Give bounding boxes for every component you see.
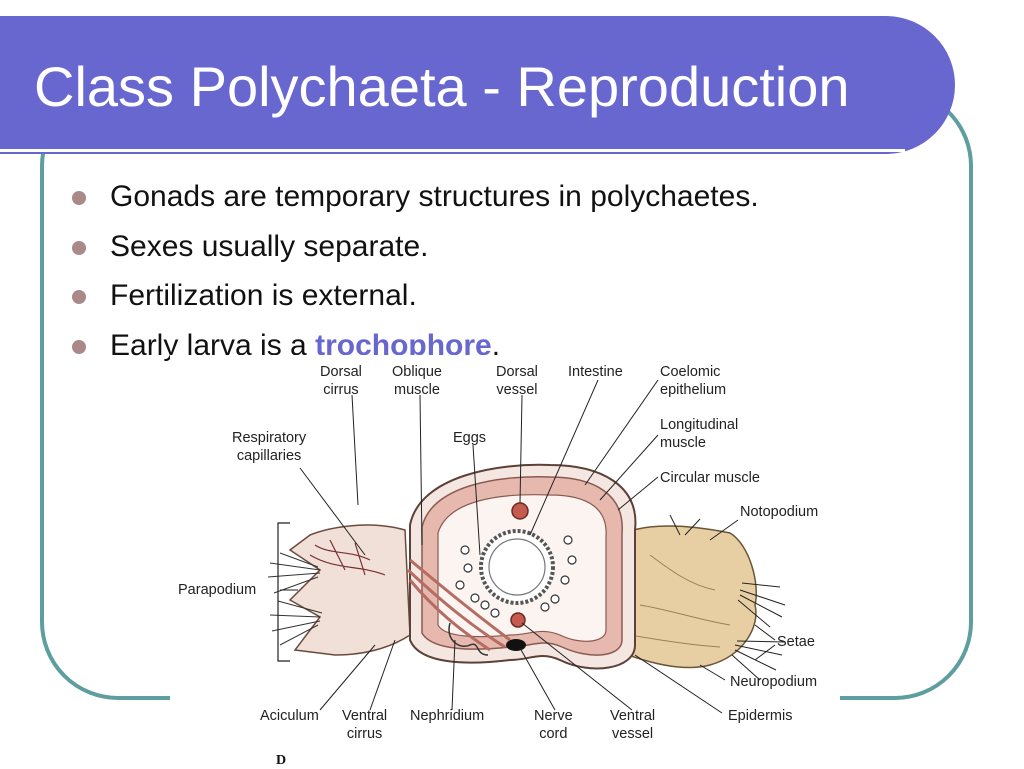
notopodium-lobe: [609, 525, 757, 669]
parapodium-lobe: [288, 524, 411, 656]
label-nerve-cord: Nerve cord: [534, 708, 573, 742]
nerve-cord: [506, 639, 526, 651]
dorsal-vessel: [511, 502, 529, 520]
title-underline: [0, 149, 905, 152]
label-dorsal-vessel: Dorsal vessel: [496, 364, 538, 398]
label-neuropodium: Neuropodium: [730, 674, 818, 690]
eggs: [455, 535, 577, 618]
parapodium-bracket: [277, 522, 290, 662]
bullet-item: Gonads are temporary structures in polyc…: [70, 175, 759, 225]
nephridium: [448, 622, 489, 656]
respiratory-capillaries: [309, 539, 386, 576]
bullet-text: Fertilization is external.: [110, 279, 417, 312]
oblique-muscle: [406, 558, 511, 652]
ventral-vessel: [510, 612, 526, 628]
setae-right-bundles: [669, 514, 786, 681]
label-intestine: Intestine: [568, 364, 623, 380]
bullet-item: Fertilization is external.: [70, 274, 759, 324]
label-setae: Setae: [777, 634, 815, 650]
bullet-dot-icon: [72, 240, 86, 255]
cross-section-illustration: [267, 379, 786, 714]
title-bar: Class Polychaeta - Reproduction: [0, 16, 955, 154]
label-respiratory-capillaries: Respiratory capillaries: [232, 430, 307, 464]
bullet-text: Sexes usually separate.: [110, 229, 429, 263]
label-eggs: Eggs: [453, 430, 487, 446]
bullet-dot-icon: [72, 191, 86, 205]
label-dorsal-cirrus: Dorsal cirrus: [320, 364, 362, 398]
label-parapodium: Parapodium: [178, 582, 257, 598]
lobe-folds: [629, 554, 731, 648]
bullet-list: Gonads are temporary structures in polyc…: [70, 175, 759, 373]
diagram-panel-letter: D: [276, 753, 287, 768]
slide-title: Class Polychaeta - Reproduction: [34, 55, 850, 118]
leader-lines: [280, 379, 776, 714]
label-nephridium: Nephridium: [410, 708, 485, 724]
label-coelomic-epithelium: Coelomic epithelium: [660, 364, 727, 398]
bullet-text-after: .: [491, 328, 501, 362]
label-ventral-vessel: Ventral vessel: [610, 708, 656, 742]
label-longitudinal-muscle: Longitudinal muscle: [660, 417, 739, 451]
label-epidermis: Epidermis: [728, 708, 793, 724]
label-aciculum: Aciculum: [260, 708, 319, 724]
label-oblique-muscle: Oblique muscle: [392, 364, 442, 398]
bullet-text: Gonads are temporary structures in polyc…: [110, 180, 759, 213]
label-notopodium: Notopodium: [740, 504, 819, 520]
bullet-dot-icon: [72, 290, 86, 304]
bullet-item: Sexes usually separate.: [70, 225, 759, 275]
bullet-dot-icon: [72, 339, 86, 354]
label-ventral-cirrus: Ventral cirrus: [342, 708, 388, 742]
polychaete-cross-section-diagram: Dorsal cirrus Oblique muscle Dorsal vess…: [170, 355, 840, 768]
label-circular-muscle: Circular muscle: [660, 470, 760, 486]
